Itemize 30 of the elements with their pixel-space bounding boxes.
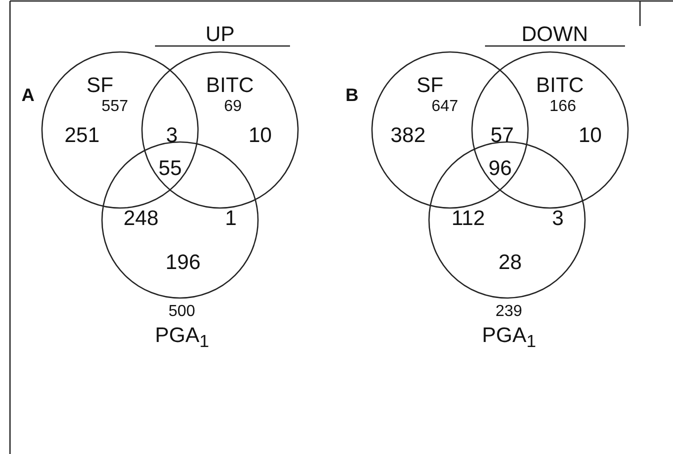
panel-letter: A (22, 86, 34, 104)
set-count: 647 (432, 99, 458, 115)
region-count: 57 (490, 124, 514, 146)
set-count: 239 (496, 304, 522, 320)
set-count: 166 (550, 99, 576, 115)
set-label: BITC (206, 74, 254, 96)
set-count: 69 (224, 99, 242, 115)
region-count: 55 (158, 158, 182, 178)
region-count: 112 (452, 208, 485, 228)
region-count: 248 (124, 208, 159, 228)
region-count: 28 (498, 252, 522, 272)
region-count: 382 (390, 124, 426, 146)
region-count: 251 (64, 124, 100, 146)
heading: DOWN (522, 24, 588, 44)
set-label: PGA$_{1}$ (155, 325, 210, 351)
region-count: 10 (578, 124, 602, 146)
region-count: 3 (552, 208, 564, 228)
region-count: 96 (488, 158, 512, 178)
set-label: PGA$_{1}$ (482, 325, 536, 351)
set-label: BITC (536, 74, 584, 96)
region-count: 10 (248, 124, 272, 146)
set-label: SF (86, 74, 114, 96)
region-count: 3 (166, 124, 178, 146)
region-count: 1 (225, 208, 237, 228)
panel-letter: B (346, 86, 358, 104)
set-count: 500 (168, 304, 196, 320)
set-count: 557 (102, 99, 128, 115)
set-label: SF (416, 74, 444, 96)
heading: UP (206, 24, 235, 44)
region-count: 196 (166, 252, 201, 272)
